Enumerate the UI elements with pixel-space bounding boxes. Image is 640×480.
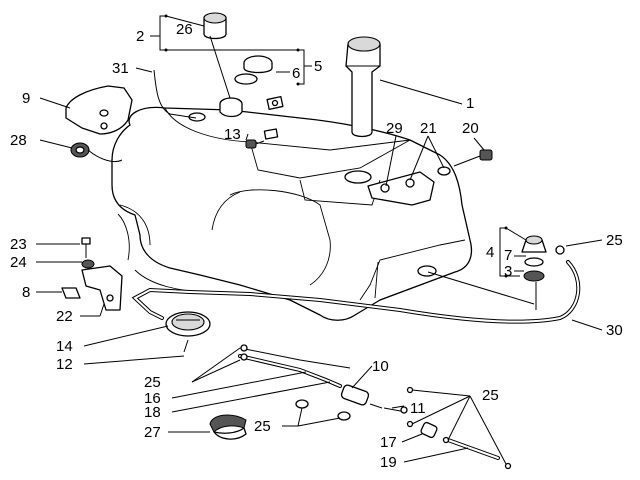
callout-6: 6 [292, 65, 300, 82]
part-12-screw [183, 339, 189, 353]
callout-7: 7 [504, 247, 512, 264]
callout-25-right: 25 [482, 387, 499, 404]
part-6-cap [234, 55, 273, 85]
part-11-valve [383, 406, 408, 414]
callout-29: 29 [386, 120, 403, 137]
part-23-bolt [81, 237, 91, 258]
part-27-clamp [209, 414, 247, 440]
callout-12: 12 [56, 356, 73, 373]
callout-2: 2 [136, 28, 144, 45]
part-24-washer [81, 259, 95, 269]
part-25-mid-clips [295, 399, 351, 421]
callout-8: 8 [22, 284, 30, 301]
callout-25-middle: 25 [254, 418, 271, 435]
part-3-seal [524, 257, 544, 267]
callout-1: 1 [466, 95, 474, 112]
part-7-cap [521, 235, 547, 253]
part-17-valve [420, 421, 438, 439]
callout-21: 21 [420, 120, 437, 137]
part-26-cap-cylinder [203, 12, 227, 40]
callout-3: 3 [504, 263, 512, 280]
part-30-hose [131, 260, 581, 324]
part-8-clip [61, 287, 81, 299]
callout-13: 13 [224, 126, 241, 143]
callout-16: 16 [144, 390, 161, 407]
part-19-hose [446, 438, 500, 460]
callout-18: 18 [144, 404, 161, 421]
callout-19: 19 [380, 454, 397, 471]
callout-4: 4 [486, 244, 494, 261]
callout-14: 14 [56, 338, 73, 355]
callout-labels: 1 2 26 5 6 31 9 28 13 29 21 20 4 7 3 25 … [10, 21, 623, 471]
callout-22: 22 [56, 308, 73, 325]
callout-5: 5 [314, 58, 322, 75]
callout-9: 9 [22, 90, 30, 107]
callout-11: 11 [410, 400, 426, 417]
part-25-right-clips [406, 386, 512, 470]
part-9-cover [65, 85, 133, 135]
fuel-tank [111, 96, 473, 321]
callout-20: 20 [462, 120, 479, 137]
part-25-top-clip [555, 245, 565, 255]
callout-27: 27 [144, 424, 161, 441]
part-14-pump [165, 311, 211, 337]
callout-10: 10 [372, 358, 389, 375]
part-3-clip [523, 270, 545, 282]
callout-28: 28 [10, 132, 27, 149]
part-16-18-pipes [238, 344, 351, 388]
part-22-bracket [81, 265, 123, 311]
callout-25-top-right: 25 [606, 232, 623, 249]
callout-26: 26 [176, 21, 193, 38]
callout-30: 30 [606, 322, 623, 339]
part-28-grommet [70, 142, 90, 158]
callout-31: 31 [112, 60, 129, 77]
part-1-filter [345, 36, 381, 138]
leader-lines [36, 14, 603, 465]
callout-24: 24 [10, 254, 27, 271]
part-31-breather-tube [153, 69, 197, 119]
part-10-filter [340, 384, 383, 409]
callout-23: 23 [10, 236, 27, 253]
callout-25-left: 25 [144, 374, 161, 391]
callout-17: 17 [380, 434, 397, 451]
part-13-screw [245, 128, 279, 149]
